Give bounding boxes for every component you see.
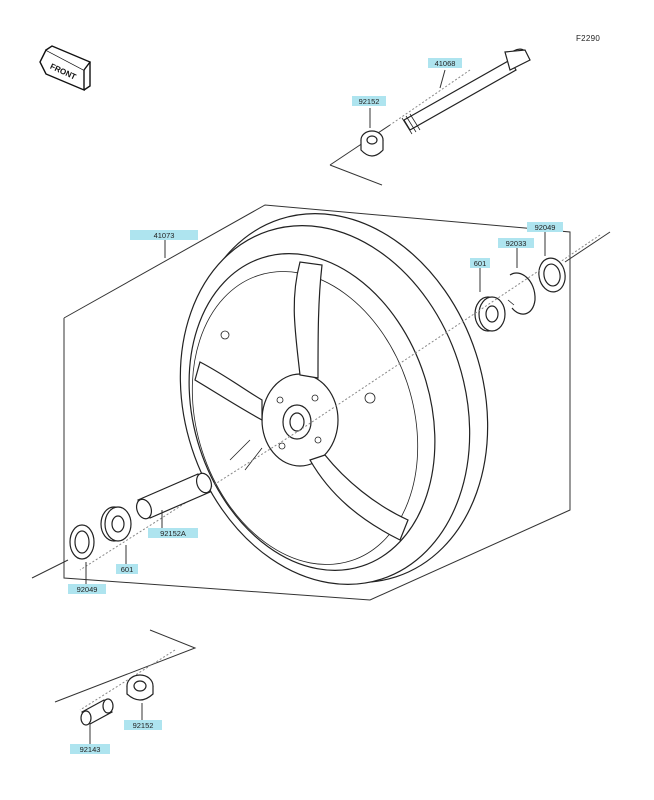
collar-top-part bbox=[360, 108, 384, 157]
label-spacer-long[interactable]: 92152A bbox=[148, 528, 198, 538]
circlip-part bbox=[507, 248, 536, 315]
wheel-part bbox=[164, 213, 489, 585]
label-collar-bottom[interactable]: 92152 bbox=[124, 720, 162, 730]
svg-text:92152: 92152 bbox=[359, 97, 380, 106]
svg-text:601: 601 bbox=[474, 259, 487, 268]
label-wheel[interactable]: 41073 bbox=[130, 230, 198, 240]
bearing-right-part bbox=[299, 268, 541, 431]
label-oil-seal-right[interactable]: 92049 bbox=[527, 222, 563, 232]
svg-text:92152: 92152 bbox=[133, 721, 154, 730]
svg-text:92033: 92033 bbox=[506, 239, 527, 248]
oil-seal-right-part bbox=[538, 231, 611, 293]
figure-id: F2290 bbox=[576, 34, 601, 43]
label-oil-seal-left[interactable]: 92049 bbox=[68, 584, 106, 594]
bearing-left-part bbox=[100, 506, 132, 564]
label-bearing-left[interactable]: 601 bbox=[116, 564, 138, 574]
label-circlip[interactable]: 92033 bbox=[498, 238, 534, 248]
svg-text:601: 601 bbox=[121, 565, 134, 574]
svg-text:92049: 92049 bbox=[535, 223, 556, 232]
label-axle[interactable]: 41068 bbox=[428, 58, 462, 68]
spacer-long-part bbox=[79, 429, 301, 571]
front-arrow-icon: FRONT bbox=[39, 45, 92, 92]
svg-text:92143: 92143 bbox=[80, 745, 101, 754]
svg-text:92049: 92049 bbox=[77, 585, 98, 594]
svg-text:41073: 41073 bbox=[154, 231, 175, 240]
axle-part bbox=[329, 48, 531, 186]
oil-seal-left-part bbox=[31, 524, 95, 584]
label-bearing-right[interactable]: 601 bbox=[470, 258, 490, 268]
bottom-group bbox=[54, 629, 197, 744]
label-collar-top[interactable]: 92152 bbox=[352, 96, 386, 106]
label-spacer-bottom[interactable]: 92143 bbox=[70, 744, 110, 754]
svg-text:92152A: 92152A bbox=[160, 529, 186, 538]
svg-text:41068: 41068 bbox=[435, 59, 456, 68]
wheel-outline-box bbox=[63, 204, 571, 601]
